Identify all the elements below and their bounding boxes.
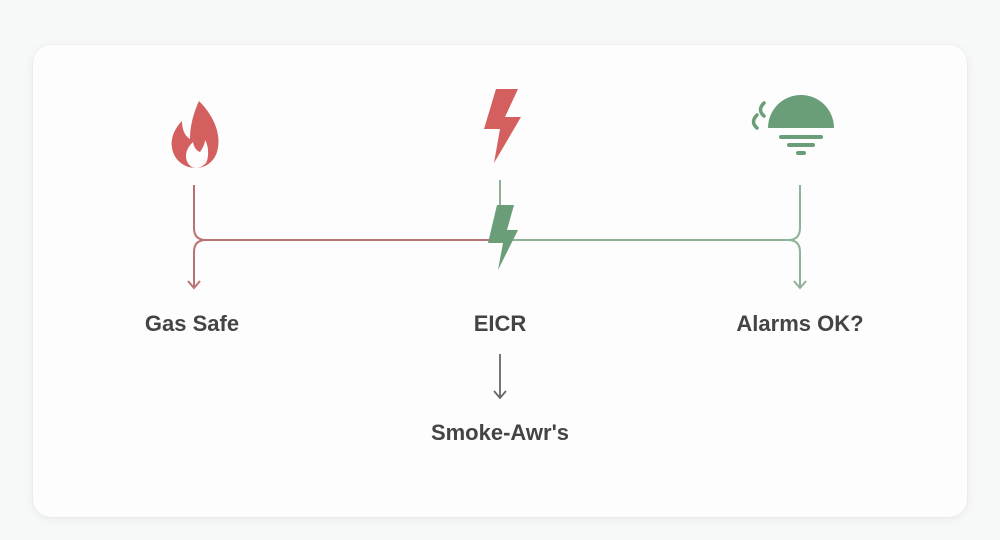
alarms-connector bbox=[510, 185, 807, 290]
lightning-bolt-icon bbox=[484, 89, 521, 163]
smoke-alarms-label: Smoke-Awr's bbox=[430, 420, 570, 445]
flame-icon bbox=[171, 101, 219, 168]
gas-safe-connector bbox=[187, 185, 490, 290]
down-arrow-icon bbox=[493, 354, 507, 400]
center-lightning-bolt-icon bbox=[488, 205, 518, 270]
smoke-alarm-icon bbox=[751, 95, 834, 155]
eicr-label: EICR bbox=[473, 311, 527, 336]
alarms-ok-label: Alarms OK? bbox=[736, 311, 864, 336]
gas-safe-label: Gas Safe bbox=[144, 311, 240, 336]
